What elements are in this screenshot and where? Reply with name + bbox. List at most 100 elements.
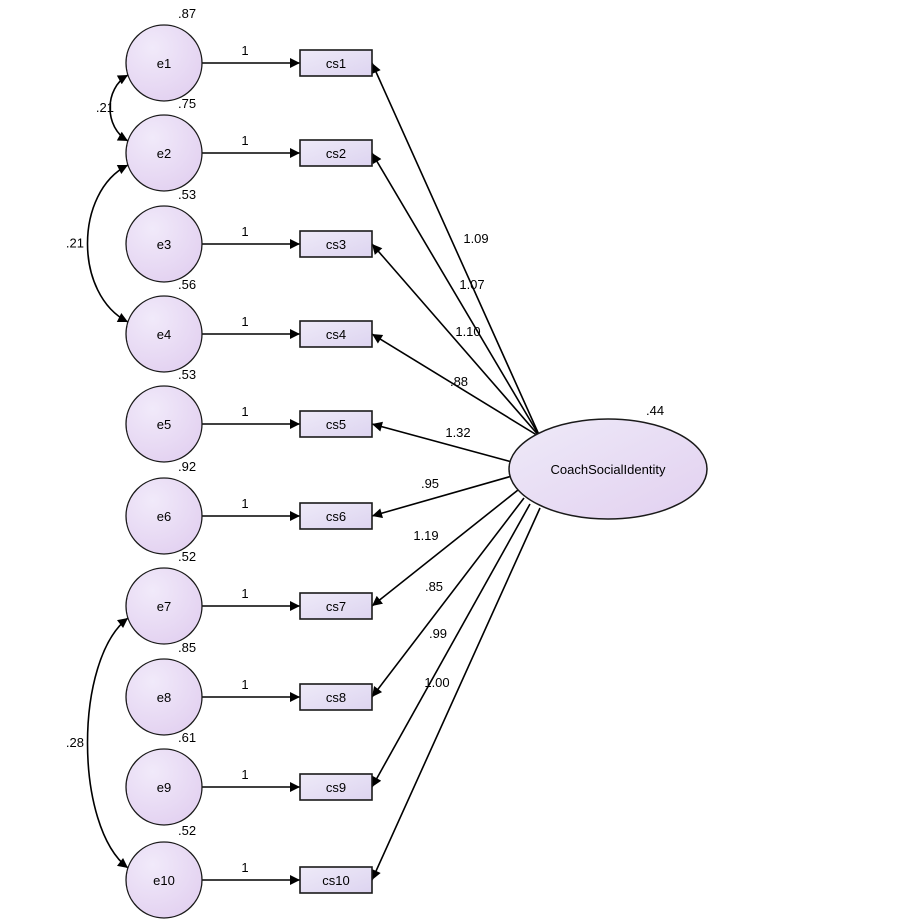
error-node-e8: e8: [125, 658, 203, 736]
indicator-label: cs3: [326, 237, 346, 252]
loading-label-cs10: 1.00: [424, 675, 449, 690]
loading-path-cs10: [371, 507, 541, 881]
factor-loading-paths: [371, 62, 541, 881]
fixed-path-label: 1: [241, 677, 248, 692]
error-variance-label: .53: [178, 367, 196, 382]
error-variance-label: .85: [178, 640, 196, 655]
indicator-boxes: cs1 cs2 cs3 cs4 cs5 cs6 cs7 cs8 cs9 cs10: [299, 49, 373, 894]
indicator-box: [299, 139, 373, 167]
error-terms: e1 e2 e3 e4 e5 e6 e7 e8 e9 e10: [125, 24, 203, 919]
loading-label-cs2: 1.07: [459, 277, 484, 292]
fixed-path-label: 1: [241, 586, 248, 601]
indicator-node-cs6: cs6: [299, 502, 373, 530]
error-circle: [125, 205, 203, 283]
error-label: e10: [153, 873, 175, 888]
indicator-label: cs2: [326, 146, 346, 161]
loading-path-cs4: [371, 333, 541, 438]
loading-label-cs4: .88: [450, 374, 468, 389]
error-label: e5: [157, 417, 171, 432]
indicator-node-cs9: cs9: [299, 773, 373, 801]
indicator-label: cs7: [326, 599, 346, 614]
indicator-label: cs5: [326, 417, 346, 432]
loading-path-cs9: [371, 503, 531, 788]
error-label: e8: [157, 690, 171, 705]
error-variance-label: .61: [178, 730, 196, 745]
error-circle: [125, 477, 203, 555]
loading-label-cs8: .85: [425, 579, 443, 594]
error-node-e6: e6: [125, 477, 203, 555]
error-circle: [125, 24, 203, 102]
indicator-node-cs10: cs10: [299, 866, 373, 894]
estimate-labels: .8711.09.7511.07.5311.10.561.88.5311.32.…: [66, 6, 489, 875]
error-variance-label: .53: [178, 187, 196, 202]
error-node-e2: e2: [125, 114, 203, 192]
covariance-label: .28: [66, 735, 84, 750]
indicator-node-cs1: cs1: [299, 49, 373, 77]
error-label: e6: [157, 509, 171, 524]
covariance-e7-e10: [86, 617, 129, 869]
indicator-box: [299, 502, 373, 530]
fixed-path-label: 1: [241, 860, 248, 875]
latent-label: CoachSocialIdentity: [551, 462, 666, 477]
fixed-path-label: 1: [241, 767, 248, 782]
indicator-node-cs7: cs7: [299, 592, 373, 620]
error-variance-label: .92: [178, 459, 196, 474]
loading-path-cs5: [371, 421, 513, 463]
loading-label-cs3: 1.10: [455, 324, 480, 339]
error-circle: [125, 658, 203, 736]
indicator-node-cs2: cs2: [299, 139, 373, 167]
indicator-node-cs3: cs3: [299, 230, 373, 258]
indicator-node-cs5: cs5: [299, 410, 373, 438]
fixed-path-label: 1: [241, 224, 248, 239]
loading-label-cs6: .95: [421, 476, 439, 491]
indicator-label: cs10: [322, 873, 349, 888]
fixed-path-label: 1: [241, 314, 248, 329]
covariance-label: .21: [96, 100, 114, 115]
error-circle: [125, 748, 203, 826]
error-variance-label: .87: [178, 6, 196, 21]
fixed-path-label: 1: [241, 404, 248, 419]
latent-ellipse: [508, 418, 708, 520]
loading-path-cs8: [371, 497, 525, 698]
error-circle: [125, 295, 203, 373]
covariance-e2-e4: [86, 164, 129, 323]
indicator-box: [299, 866, 373, 894]
error-circle: [125, 841, 203, 919]
loading-path-cs6: [371, 475, 513, 519]
fixed-path-label: 1: [241, 43, 248, 58]
error-label: e4: [157, 327, 171, 342]
covariance-e1-e2: [109, 74, 129, 142]
indicator-box: [299, 320, 373, 348]
indicator-label: cs4: [326, 327, 346, 342]
fixed-path-label: 1: [241, 496, 248, 511]
loading-path-cs1: [371, 62, 541, 438]
indicator-box: [299, 49, 373, 77]
fixed-path-label: 1: [241, 133, 248, 148]
indicator-node-cs8: cs8: [299, 683, 373, 711]
error-variance-label: .56: [178, 277, 196, 292]
loading-path-cs7: [371, 489, 519, 607]
indicator-box: [299, 592, 373, 620]
error-label: e2: [157, 146, 171, 161]
error-node-e5: e5: [125, 385, 203, 463]
error-label: e1: [157, 56, 171, 71]
error-circle: [125, 114, 203, 192]
error-node-e3: e3: [125, 205, 203, 283]
loading-path-cs3: [371, 243, 541, 438]
loading-path-cs2: [371, 152, 541, 438]
error-variance-label: .52: [178, 549, 196, 564]
error-paths: [202, 58, 300, 885]
loading-label-cs1: 1.09: [463, 231, 488, 246]
error-node-e4: e4: [125, 295, 203, 373]
covariance-paths: [86, 74, 129, 869]
indicator-box: [299, 683, 373, 711]
latent-variance-label: .44: [646, 403, 664, 418]
covariance-label: .21: [66, 236, 84, 251]
loading-label-cs5: 1.32: [445, 425, 470, 440]
error-node-e7: e7: [125, 567, 203, 645]
indicator-box: [299, 773, 373, 801]
error-label: e7: [157, 599, 171, 614]
indicator-label: cs1: [326, 56, 346, 71]
error-label: e9: [157, 780, 171, 795]
